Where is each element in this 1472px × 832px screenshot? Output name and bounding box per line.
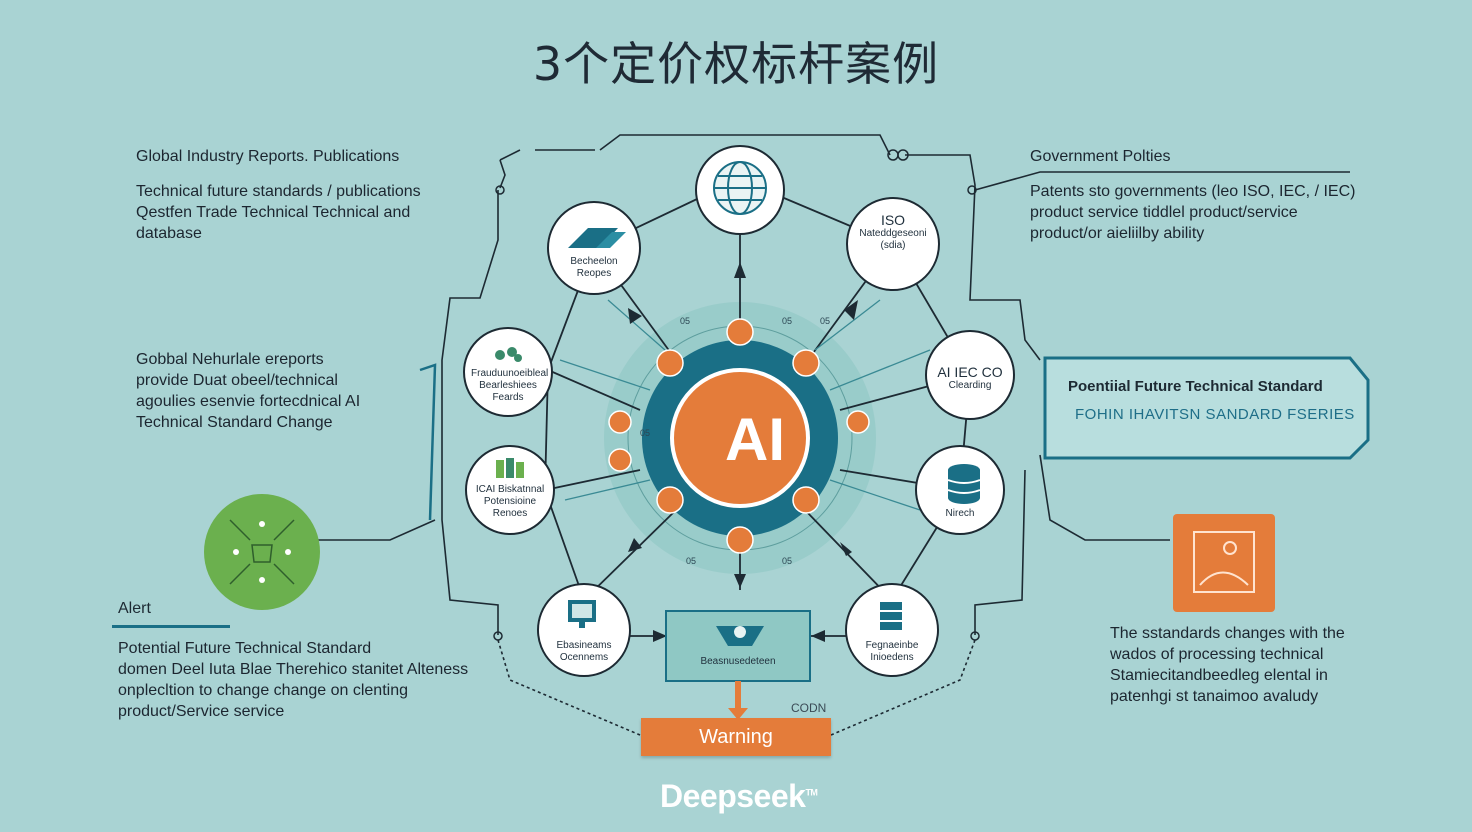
- node-label-line: Reopes: [576, 268, 612, 279]
- node-label-line: Nateddgeseoni: [859, 228, 927, 239]
- node-label-tr: ISO Nateddgeseoni (sdia): [856, 212, 930, 252]
- node-label-ml: Frauduunoeibleal Bearleshiees Feards: [471, 368, 549, 404]
- node-label-line: Frauduunoeibleal: [471, 368, 549, 379]
- database-icon: [947, 464, 981, 504]
- alert-line: product/Service service: [118, 703, 285, 720]
- node-label-line: (sdia): [880, 240, 906, 251]
- alert-heading: Alert: [118, 600, 151, 617]
- alert-text: Potential Future Technical Standard dome…: [118, 638, 468, 722]
- left-mid-line: Gobbal Nehurlale ereports: [136, 351, 324, 368]
- right-top-text: Government Polties Patents sto governmen…: [1030, 146, 1355, 244]
- spoke-number: 05: [820, 316, 831, 326]
- book-icon: [568, 228, 626, 248]
- node-label-line: ISO: [880, 212, 906, 228]
- warning-arrow: [728, 681, 748, 720]
- right-top-line: Patents sto governments (leo ISO, IEC, /…: [1030, 183, 1356, 200]
- teal-spokes: [559, 299, 931, 511]
- ai-core: [670, 368, 810, 508]
- right-bottom-line: Stamiecitandbeedleg elental in: [1110, 667, 1328, 684]
- standard-box-title: Poentiial Future Technical Standard: [1068, 378, 1323, 395]
- node-label-line: Ocennems: [559, 652, 609, 663]
- right-bottom-line: patenhgi st tanaimoo avaludy: [1110, 688, 1319, 705]
- server-icon: [880, 602, 902, 630]
- spoke-number: 05: [782, 316, 793, 326]
- brand-name: Deepseek: [660, 778, 806, 814]
- node-label-ll: ICAI Biskatnnal Potensioine Renoes: [473, 484, 547, 520]
- right-top-line: product service tiddlel product/service: [1030, 204, 1298, 221]
- left-top-heading: Global Industry Reports. Publications: [136, 148, 400, 165]
- left-mid-line: Technical Standard Change: [136, 414, 333, 431]
- node-label-line: Nirech: [945, 508, 975, 519]
- orange-nodes: [608, 318, 870, 554]
- standard-box-subtitle: FOHIN IHAVITSN SANDARD FSERIES: [1075, 406, 1355, 423]
- alert-icon: [204, 494, 320, 610]
- warning-button[interactable]: Warning: [641, 718, 831, 756]
- brand-logo: DeepseekTM: [660, 778, 818, 815]
- right-top-heading: Government Polties: [1030, 148, 1171, 165]
- alert-divider: [112, 625, 230, 628]
- left-mid-text: Gobbal Nehurlale ereports provide Duat o…: [136, 349, 360, 433]
- node-label-lr: Nirech: [923, 508, 997, 520]
- books-icon: [496, 458, 524, 478]
- connector-lines: [318, 134, 1350, 736]
- left-top-line: database: [136, 225, 202, 242]
- node-label-line: AI IEC CO: [937, 364, 1003, 380]
- node-label-line: Potensioine: [483, 496, 537, 507]
- map-icon: [1173, 514, 1275, 612]
- left-mid-line: provide Duat obeel/technical: [136, 372, 338, 389]
- alert-line: domen Deel Iuta Blae Therehico stanitet …: [118, 661, 469, 678]
- left-top-text: Global Industry Reports. Publications Te…: [136, 146, 421, 244]
- spoke-number: 05: [686, 556, 697, 566]
- globe-icon: [713, 161, 767, 215]
- alert-line: Potential Future Technical Standard: [118, 640, 372, 657]
- node-label-br: Fegnaeinbe Inioedens: [855, 640, 929, 664]
- connector-dots: [493, 149, 980, 641]
- right-bottom-line: wados of processing technical: [1110, 646, 1324, 663]
- node-label-line: Ebasineams: [556, 640, 612, 651]
- page-title: 3个定价权标杆案例: [532, 37, 940, 91]
- node-label-line: Bearleshiees: [479, 380, 537, 391]
- group-icon: [495, 347, 522, 362]
- ai-core-label: AI: [725, 406, 785, 473]
- arrowheads: [628, 262, 858, 642]
- alert-line: onplecltion to change change on clenting: [118, 682, 408, 699]
- node-label-line: Renoes: [492, 508, 528, 519]
- left-top-line: Technical future standards / publication…: [136, 183, 421, 200]
- right-bottom-text: The sstandards changes with the wados of…: [1110, 623, 1345, 707]
- brand-trademark: TM: [805, 787, 818, 798]
- standard-box: [1043, 356, 1370, 460]
- spoke-number: 05: [680, 316, 691, 326]
- node-label-line: Feards: [492, 392, 524, 403]
- node-label-line: ICAI Biskatnnal: [475, 484, 545, 495]
- node-label-line: Becheelon: [570, 256, 618, 267]
- node-label-mr: AI IEC CO Clearding: [933, 364, 1007, 392]
- monitor-icon: [568, 600, 596, 628]
- left-mid-line: agoulies esenvie fortecdnical AI: [136, 393, 361, 410]
- node-label-tl: Becheelon Reopes: [557, 256, 631, 280]
- right-bottom-line: The sstandards changes with the: [1110, 625, 1345, 642]
- spoke-number: 05: [782, 556, 793, 566]
- database-label: Beasnusedeteen: [700, 656, 776, 667]
- node-label-bl: Ebasineams Ocennems: [547, 640, 621, 664]
- node-label-line: Clearding: [948, 380, 992, 391]
- node-label-line: Inioedens: [870, 652, 914, 663]
- codn-label: CODN: [791, 701, 827, 715]
- left-top-line: Qestfen Trade Technical Technical and: [136, 204, 411, 221]
- right-top-line: product/or aieliilby ability: [1030, 225, 1205, 242]
- database-box: [665, 610, 811, 682]
- spoke-number: 05: [640, 428, 651, 438]
- node-label-line: Fegnaeinbe: [865, 640, 919, 651]
